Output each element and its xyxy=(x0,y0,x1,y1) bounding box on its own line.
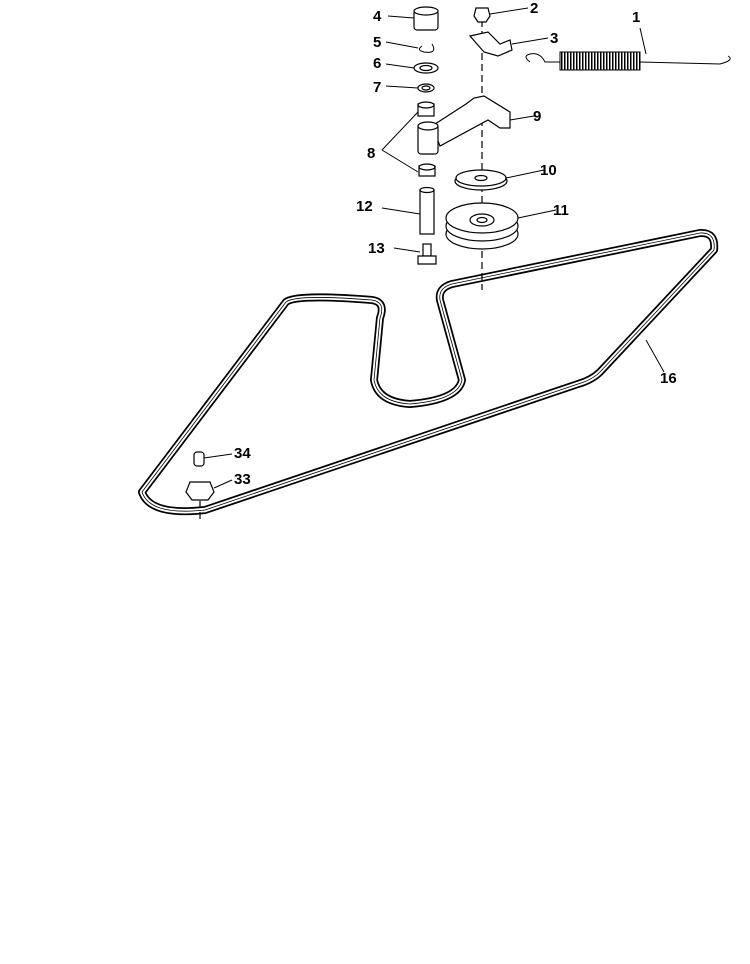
washer-part-6 xyxy=(413,62,439,74)
fitting-part-34 xyxy=(193,451,205,467)
bolt-part-13 xyxy=(417,243,437,265)
callout-3: 3 xyxy=(550,30,558,47)
callout-12: 12 xyxy=(356,198,373,215)
callout-8: 8 xyxy=(367,145,375,162)
pin-part-12 xyxy=(419,186,435,235)
belt-part-16 xyxy=(138,228,719,516)
callout-34: 34 xyxy=(234,445,251,462)
bushing-part-8-bottom xyxy=(418,163,436,177)
bushing-part-8-top xyxy=(417,101,435,117)
callout-13: 13 xyxy=(368,240,385,257)
callout-33: 33 xyxy=(234,471,251,488)
pulley-plate-part-10 xyxy=(454,169,508,191)
bracket-part-3 xyxy=(468,31,513,57)
callout-7: 7 xyxy=(373,79,381,96)
callout-11: 11 xyxy=(553,202,569,219)
idler-pulley-part-11 xyxy=(445,202,519,250)
nut-part-33 xyxy=(185,481,215,501)
callout-2: 2 xyxy=(530,0,538,17)
washer-part-7 xyxy=(417,83,435,93)
leader-lines xyxy=(203,7,665,489)
callout-4: 4 xyxy=(373,8,382,25)
callout-6: 6 xyxy=(373,55,381,72)
callout-1: 1 xyxy=(632,9,640,26)
spring-part-1 xyxy=(525,51,731,71)
callout-9: 9 xyxy=(533,108,541,125)
callout-5: 5 xyxy=(373,34,381,51)
callout-16: 16 xyxy=(660,370,677,387)
clip-part-5 xyxy=(418,43,435,53)
nut-part-2 xyxy=(473,7,491,23)
cap-part-4 xyxy=(413,6,439,31)
callout-10: 10 xyxy=(540,162,557,179)
idler-arm-part-9 xyxy=(417,95,511,155)
